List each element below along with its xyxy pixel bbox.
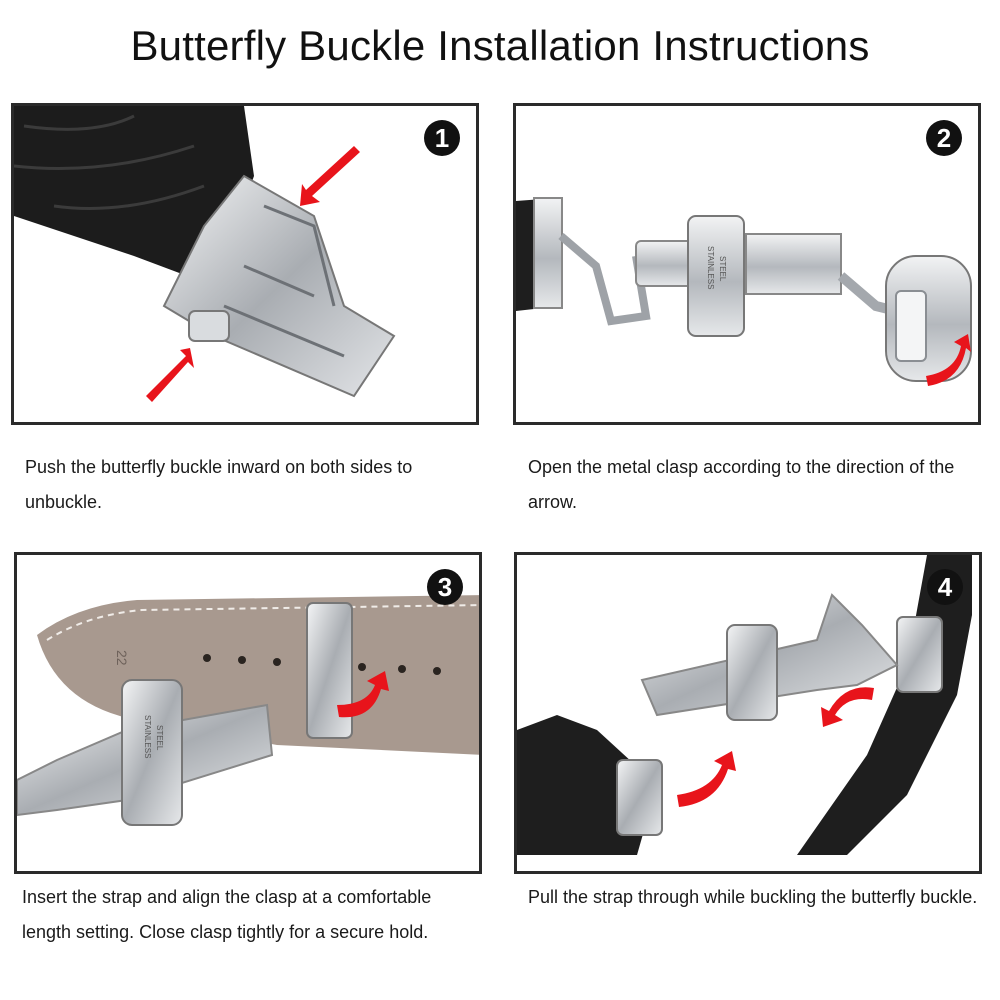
step-3-panel: 22 STAINLESS STEEL 3 [14,552,482,874]
arrow-curved-icon [677,751,736,807]
butterfly-center-plate [121,679,183,826]
butterfly-center-plate [726,624,778,721]
black-leather-strap [14,106,254,286]
step-4-caption: Pull the strap through while buckling th… [528,887,978,907]
engraving-text: STEEL [718,256,727,282]
step-number-badge: 4 [927,569,963,605]
clasp-arm [558,232,651,326]
clasp-keeper [306,602,353,739]
step-1-caption: Push the butterfly buckle inward on both… [25,457,413,512]
step-number-badge: 3 [427,569,463,605]
engraving-text: STEEL [155,725,164,751]
engraving-text: STAINLESS [706,246,715,289]
engraving-text: STAINLESS [143,715,152,758]
step-4-illustration [517,555,972,855]
strap-keeper [616,759,663,836]
step-2-panel: STAINLESS STEEL 2 [513,103,981,425]
step-1-illustration [14,106,396,402]
clasp-arm [745,233,842,295]
strap-keeper [533,197,563,309]
step-3-illustration: 22 STAINLESS STEEL [17,595,479,826]
butterfly-buckle [162,174,396,398]
arrow-curved-icon [926,334,971,386]
step-2-illustration: STAINLESS STEEL [516,197,972,386]
strap-holes [203,654,441,675]
page-title: Butterfly Buckle Installation Instructio… [130,22,870,69]
strap-keeper [896,616,943,693]
step-2-caption: Open the metal clasp according to the di… [528,457,955,512]
step-number-badge: 2 [926,120,962,156]
arrow-curved-icon [337,671,389,718]
step-4-panel: 4 [514,552,982,874]
step-1-panel: 1 [11,103,479,425]
step-number-badge: 1 [424,120,460,156]
arrow-press-icon [146,348,194,402]
strap-size-label: 22 [114,650,130,666]
butterfly-center-plate [687,215,745,337]
arrow-curved-icon [821,687,874,727]
arrow-press-icon [300,146,360,206]
step-3-caption: Insert the strap and align the clasp at … [22,887,432,942]
